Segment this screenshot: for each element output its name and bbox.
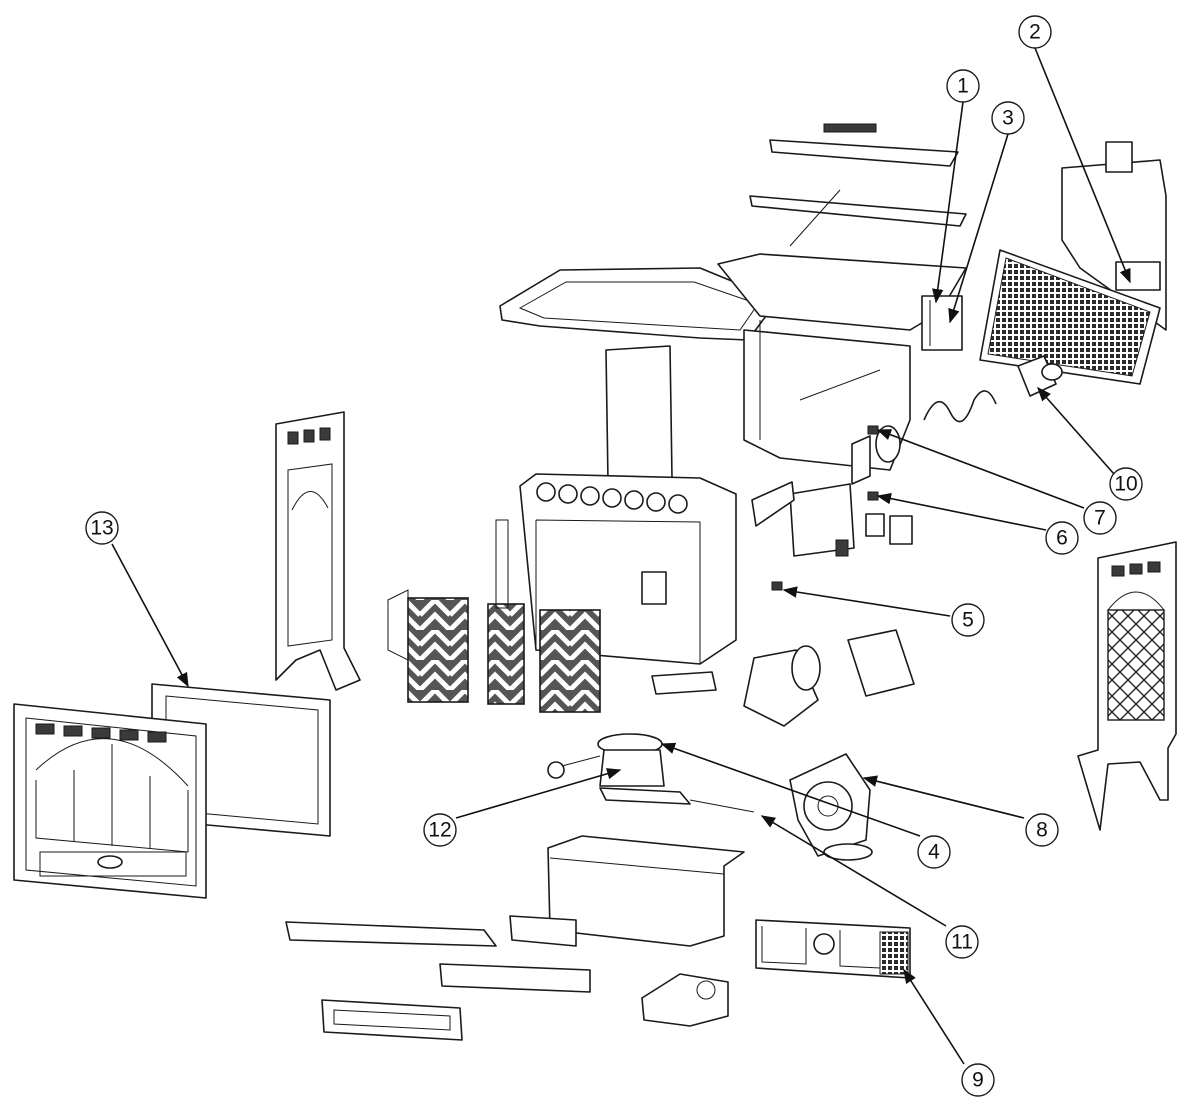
ash-pan-housing	[509, 835, 745, 947]
leader-2	[1034, 47, 1131, 284]
callout-6: 6	[1045, 521, 1079, 555]
leader-6	[876, 492, 1047, 531]
firebrick-panels	[387, 519, 601, 713]
leader-1	[932, 101, 964, 304]
callout-7-label: 7	[1094, 507, 1106, 530]
hopper-assembly	[717, 253, 967, 471]
callout-9: 9	[961, 1063, 995, 1097]
callout-8: 8	[1025, 813, 1059, 847]
leader-lines	[111, 47, 1131, 1065]
top-lid-panel	[749, 123, 967, 247]
callout-8-label: 8	[1036, 819, 1048, 842]
callout-1-label: 1	[957, 75, 969, 98]
callout-10-label: 10	[1114, 473, 1137, 496]
leader-5	[782, 586, 951, 617]
exhaust-elbow	[743, 629, 915, 727]
callout-6-label: 6	[1056, 527, 1068, 550]
front-door-casting	[13, 703, 207, 899]
leader-11	[760, 815, 947, 927]
callout-12-label: 12	[428, 819, 451, 842]
callout-13-label: 13	[90, 517, 113, 540]
leader-10	[1037, 386, 1115, 475]
leader-12	[455, 768, 622, 819]
callout-3: 3	[991, 101, 1025, 135]
callout-2-label: 2	[1029, 21, 1041, 44]
callout-10: 10	[1109, 467, 1143, 501]
callout-5-label: 5	[962, 609, 974, 632]
callout-3-label: 3	[1002, 107, 1014, 130]
door-window-panes	[35, 723, 167, 743]
auger-assembly	[923, 355, 1063, 423]
callout-4-label: 4	[928, 841, 940, 864]
callout-7: 7	[1083, 501, 1117, 535]
convection-blower	[755, 919, 911, 979]
callout-4: 4	[917, 835, 951, 869]
callout-9-label: 9	[972, 1069, 984, 1092]
air-wash-holes	[536, 482, 688, 514]
rear-back-panel	[979, 141, 1167, 385]
callout-1: 1	[946, 69, 980, 103]
burn-pot	[547, 733, 755, 813]
heat-shield-plate	[605, 345, 673, 483]
callout-11: 11	[945, 925, 979, 959]
leader-3	[948, 133, 1009, 324]
left-side-panel	[275, 411, 361, 691]
callout-5: 5	[951, 603, 985, 637]
callouts: 1 2 3 4 5 6 7 8	[85, 15, 1143, 1097]
leader-13	[111, 543, 189, 688]
callout-11-label: 11	[951, 931, 973, 954]
leader-8	[862, 775, 1025, 819]
leader-9	[903, 968, 965, 1065]
callout-12: 12	[423, 813, 457, 847]
bottom-trim	[285, 921, 729, 1041]
leader-7	[876, 429, 1085, 509]
callout-2: 2	[1018, 15, 1052, 49]
callout-13: 13	[85, 511, 119, 545]
leader-4	[660, 742, 921, 837]
combustion-blower	[789, 753, 873, 861]
right-side-panel	[1077, 541, 1177, 831]
